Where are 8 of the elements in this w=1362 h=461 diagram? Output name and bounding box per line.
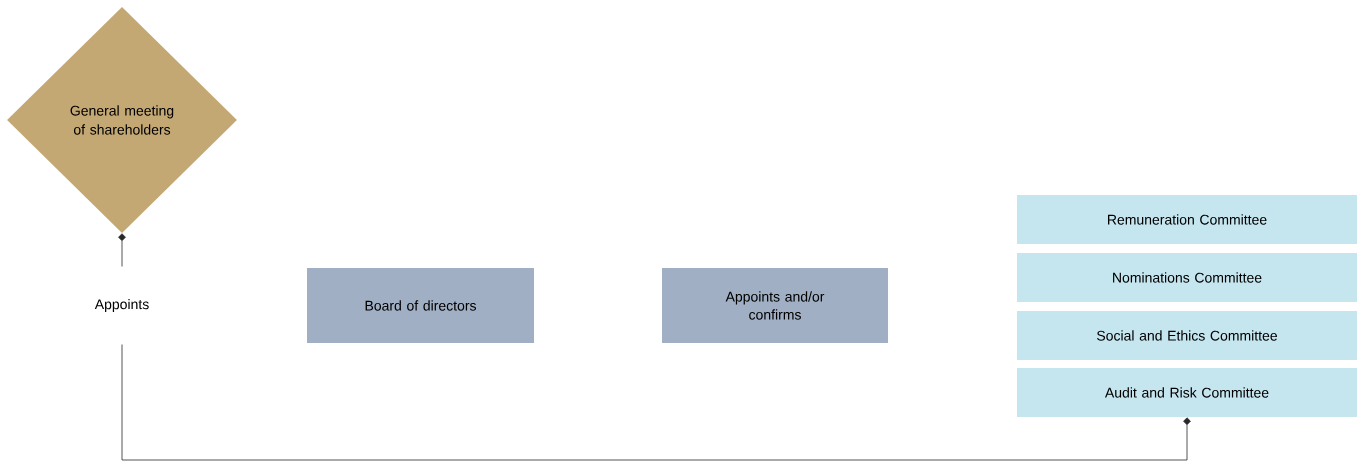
committee-box: Social and Ethics Committee	[1017, 311, 1357, 360]
process-box: Appoints and/or confirms	[662, 268, 888, 343]
process-box: Board of directors	[307, 268, 534, 343]
committee-box: Remuneration Committee	[1017, 195, 1357, 244]
committee-box: Audit and Risk Committee	[1017, 368, 1357, 417]
connector-line	[118, 233, 1191, 461]
edge-label: Appoints	[90, 266, 154, 345]
committee-box: Nominations Committee	[1017, 253, 1357, 302]
